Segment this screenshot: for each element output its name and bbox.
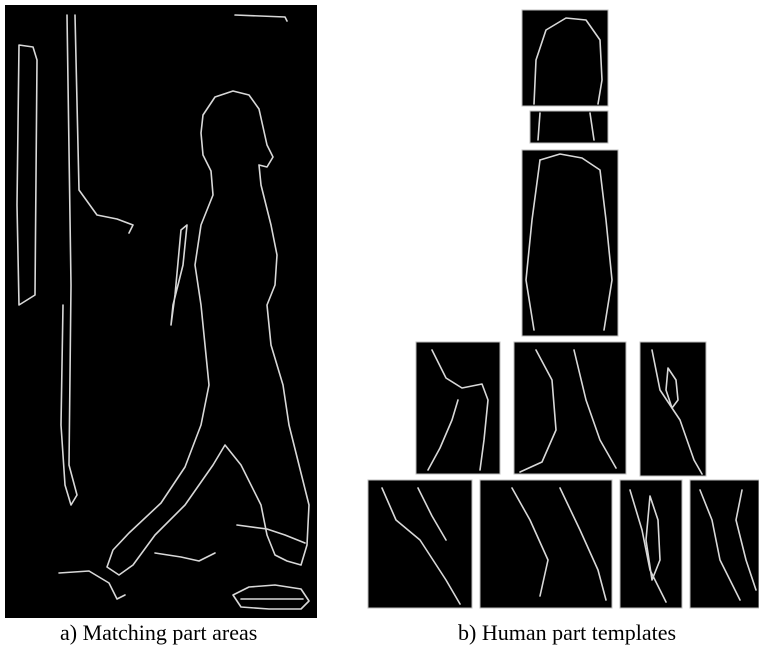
right-panel-caption: b) Human part templates — [458, 620, 676, 646]
template-neck — [530, 111, 608, 143]
template-head — [522, 10, 608, 106]
part-templates-figure — [0, 0, 759, 620]
template-legs-row-2d — [690, 480, 759, 608]
template-legs-row-2b — [480, 480, 612, 608]
template-torso — [522, 150, 618, 336]
template-legs-row-2a — [368, 480, 472, 608]
template-legs-row-1b — [514, 342, 626, 474]
template-legs-row-2c — [620, 480, 682, 608]
template-legs-row-1a — [416, 342, 500, 474]
template-legs-row-1c — [640, 342, 706, 476]
left-panel-caption: a) Matching part areas — [60, 620, 257, 646]
